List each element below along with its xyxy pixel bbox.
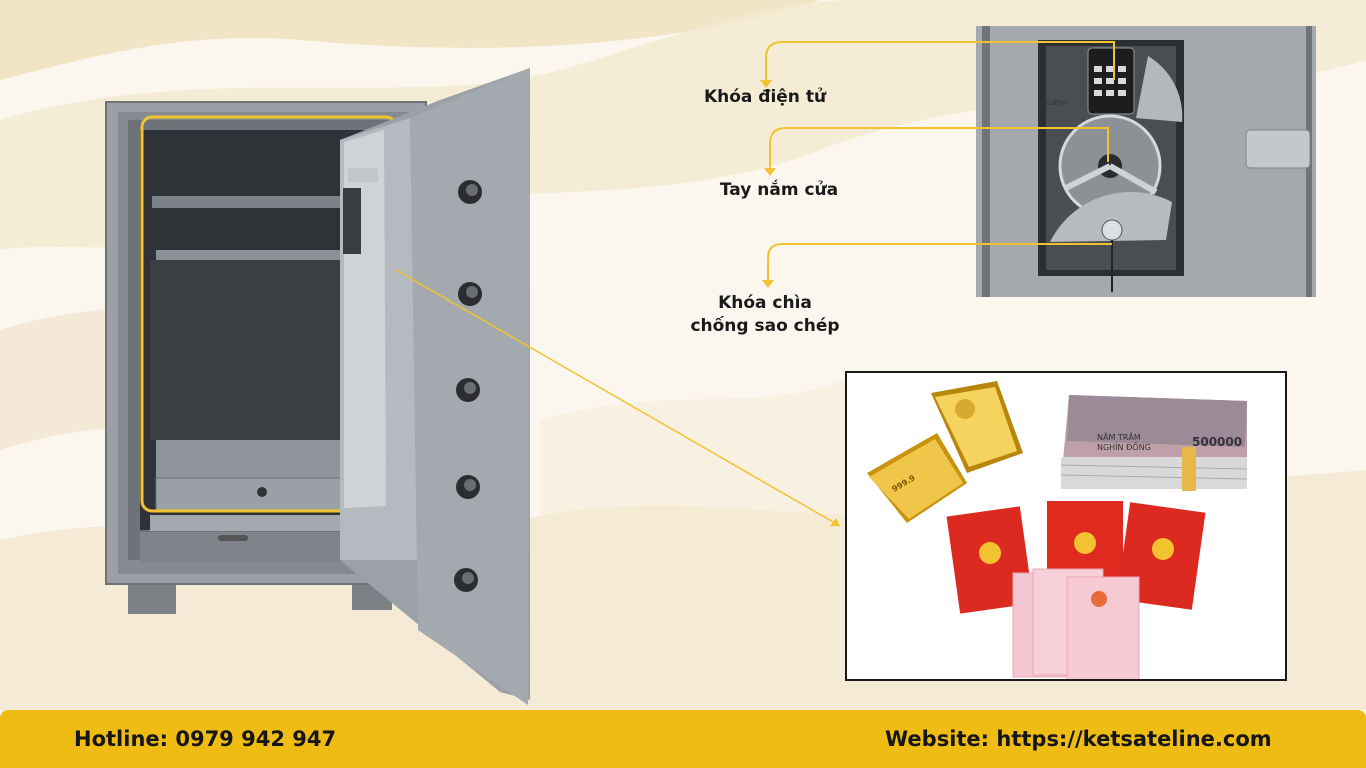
key-lock-label-line2: chống sao chép [690,316,840,336]
banknote-text-line2: NGHÌN ĐỒNG [1097,443,1151,452]
banknote-text-line1: NĂM TRĂM [1097,433,1141,442]
valuables-panel: 999.9 500000 NĂM TRĂM NGHÌN ĐỒNG [845,371,1287,681]
lock-panel-photo: SuPer [976,26,1316,297]
footer-bar: Hotline: 0979 942 947 Website: https://k… [0,710,1366,768]
pink-certificates-image [1012,568,1140,679]
website-link[interactable]: Website: https://ketsateline.com [885,727,1272,751]
hotline-text[interactable]: Hotline: 0979 942 947 [74,727,337,751]
banknote-denomination: 500000 [1192,435,1243,449]
door-handle-label: Tay nắm cửa [719,180,839,200]
electronic-lock-label: Khóa điện tử [703,87,827,107]
keypad-brand: SuPer [1044,98,1068,107]
key-lock-label-line1: Khóa chìa [718,293,812,313]
banknote-stack-image [1060,395,1248,491]
gold-bars-image [867,381,1023,523]
safe-illustration [105,68,530,705]
